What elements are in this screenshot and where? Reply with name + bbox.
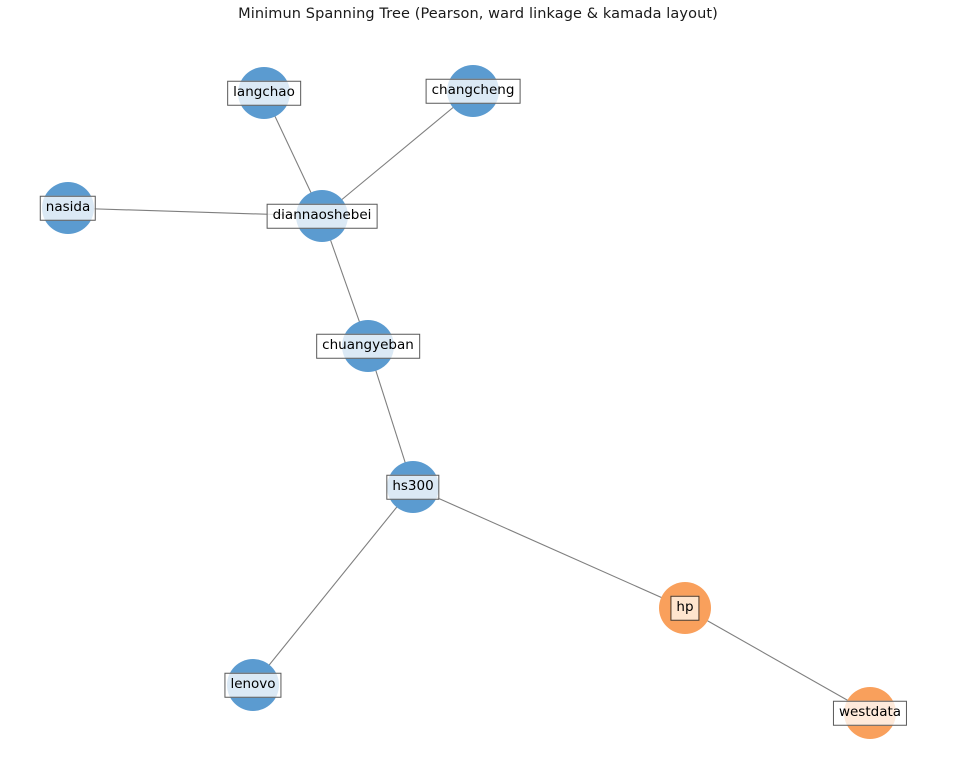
graph-edge — [684, 607, 871, 714]
graph-edge — [252, 486, 414, 686]
node-label-hp: hp — [670, 595, 700, 621]
page-title: Minimun Spanning Tree (Pearson, ward lin… — [238, 6, 718, 22]
node-label-langchao: langchao — [227, 80, 301, 106]
node-label-changcheng: changcheng — [425, 78, 521, 104]
node-label-nasida: nasida — [39, 195, 97, 221]
node-label-lenovo: lenovo — [224, 672, 282, 698]
node-label-westdata: westdata — [832, 700, 908, 726]
node-label-chuangyeban: chuangyeban — [316, 333, 420, 359]
graph-edge — [321, 90, 474, 217]
edge-layer — [67, 90, 871, 714]
node-label-diannaoshebei: diannaoshebei — [266, 203, 378, 229]
node-label-hs300: hs300 — [386, 474, 440, 500]
graph-edge — [412, 486, 686, 609]
